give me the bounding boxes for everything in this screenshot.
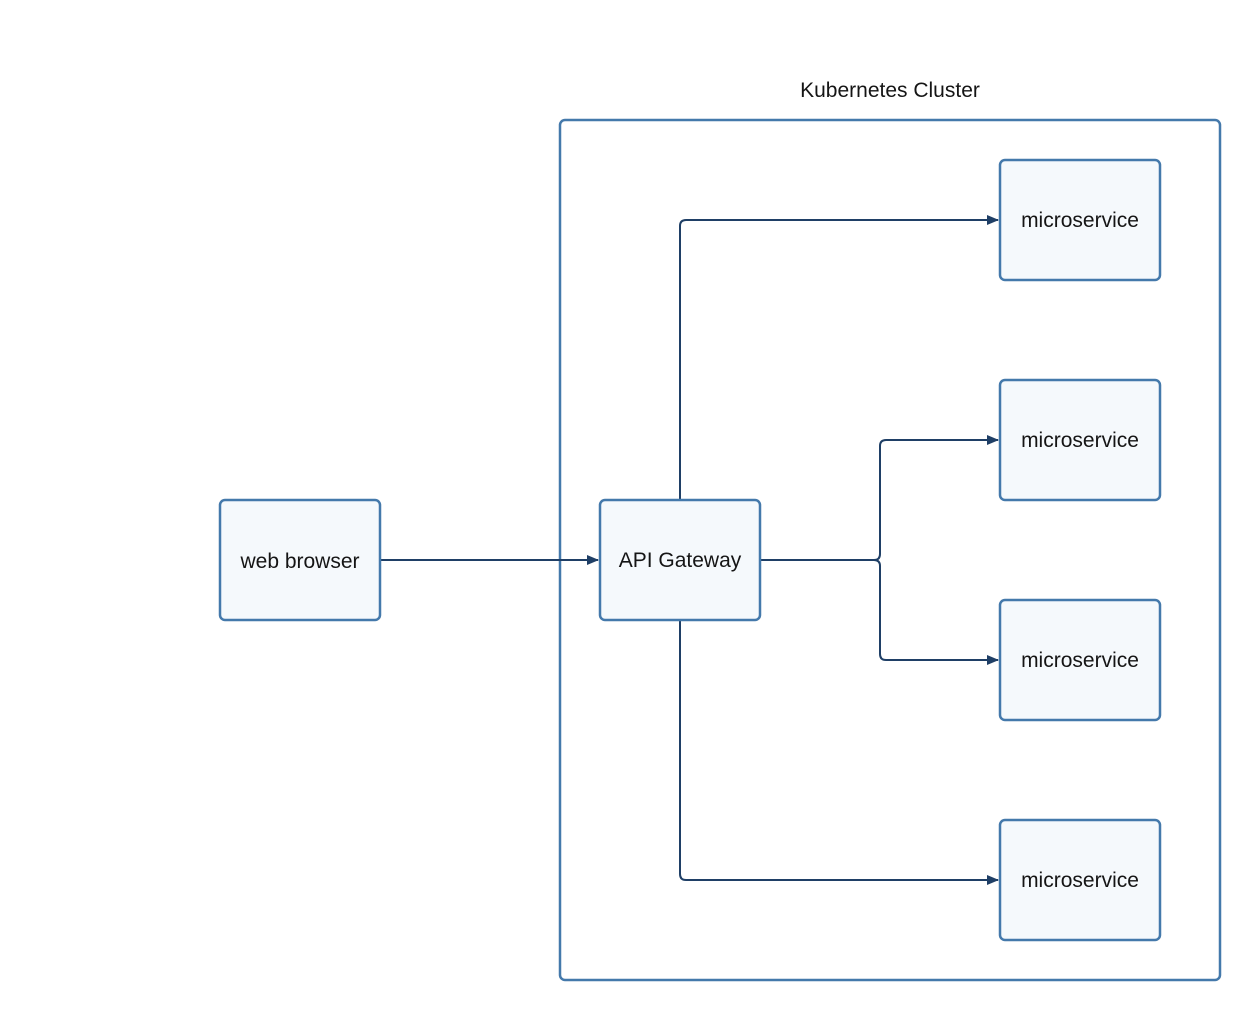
node-api-gateway: API Gateway <box>598 498 762 622</box>
node-microservice-2: microservice <box>998 378 1162 502</box>
edge-gateway-to-microservice-3 <box>760 559 999 665</box>
node-label: API Gateway <box>619 549 742 572</box>
edge-gateway-to-microservice-1 <box>679 215 999 500</box>
cluster-title: Kubernetes Cluster <box>800 79 980 102</box>
edge-gateway-to-microservice-2 <box>760 435 999 561</box>
node-microservice-3: microservice <box>998 598 1162 722</box>
node-microservice-1: microservice <box>998 158 1162 282</box>
kubernetes-cluster-boundary <box>558 118 1222 982</box>
node-microservice-4: microservice <box>998 818 1162 942</box>
node-web-browser: web browser <box>218 498 382 622</box>
node-label: microservice <box>1021 429 1139 452</box>
node-label: microservice <box>1021 649 1139 672</box>
edges <box>380 215 999 885</box>
node-label: microservice <box>1021 869 1139 892</box>
node-label: microservice <box>1021 209 1139 232</box>
edge-gateway-to-microservice-4 <box>679 620 999 885</box>
node-label: web browser <box>239 550 359 573</box>
